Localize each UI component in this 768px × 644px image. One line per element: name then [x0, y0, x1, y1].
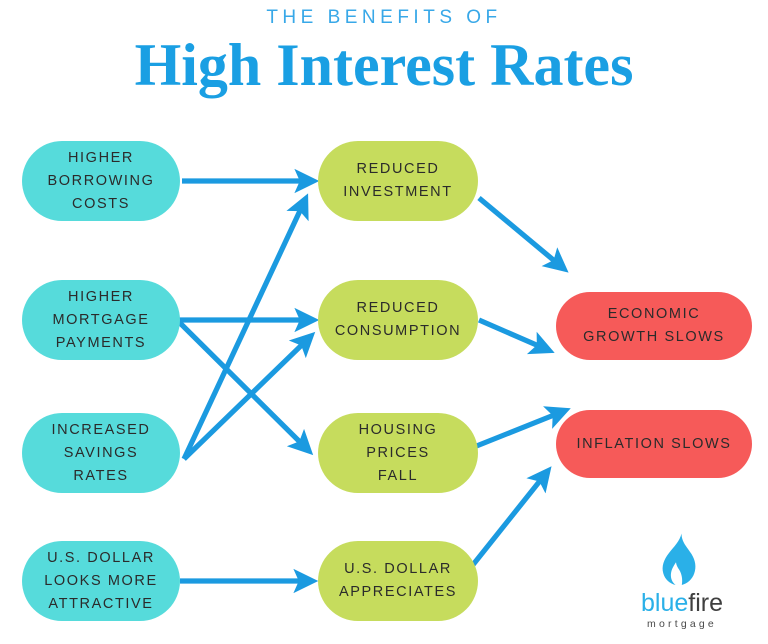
- kicker-text: THE BENEFITS OF: [266, 7, 502, 28]
- bluefire-mortgage-logo: bluefire mortgage: [612, 533, 752, 633]
- logo-wordmark: bluefire: [612, 589, 752, 617]
- node-reduced-investment[interactable]: REDUCED INVESTMENT: [318, 141, 478, 221]
- arrow-consumption-to-growth: [477, 317, 555, 355]
- logo-word-fire: fire: [688, 589, 723, 617]
- node-us-dollar-appreciates[interactable]: U.S. DOLLAR APPRECIATES: [318, 541, 478, 621]
- node-line: HOUSING: [358, 421, 438, 438]
- arrow-housing-to-inflation: [473, 406, 571, 450]
- node-line: ECONOMIC: [607, 306, 701, 322]
- node-line: ATTRACTIVE: [48, 595, 154, 612]
- node-line: FALL: [377, 467, 419, 484]
- node-line: HIGHER: [68, 288, 134, 305]
- node-line: INCREASED: [51, 421, 151, 438]
- node-line: REDUCED: [356, 161, 440, 177]
- logo-tagline: mortgage: [647, 618, 717, 630]
- node-line: BORROWING: [47, 172, 155, 189]
- node-inflation-slows[interactable]: INFLATION SLOWS: [556, 410, 752, 478]
- node-increased-savings-rates[interactable]: INCREASED SAVINGS RATES: [22, 413, 180, 493]
- node-us-dollar-looks-more-attractive[interactable]: U.S. DOLLAR LOOKS MORE ATTRACTIVE: [22, 541, 180, 621]
- node-line: INVESTMENT: [343, 184, 453, 200]
- node-line: PAYMENTS: [55, 334, 147, 351]
- title-block: THE BENEFITS OF High Interest Rates: [0, 6, 768, 98]
- logo-word-blue: blue: [641, 589, 689, 617]
- node-line: MORTGAGE: [52, 311, 150, 328]
- node-line: HIGHER: [67, 149, 134, 166]
- arrow-savings-to-consumption: [182, 331, 316, 461]
- arrow-mortgage-to-housing: [176, 319, 314, 456]
- node-line: GROWTH SLOWS: [583, 329, 725, 345]
- node-line: INFLATION SLOWS: [576, 435, 732, 452]
- node-economic-growth-slows[interactable]: ECONOMIC GROWTH SLOWS: [556, 292, 752, 360]
- node-reduced-consumption[interactable]: REDUCED CONSUMPTION: [318, 280, 478, 360]
- flame-icon: [662, 533, 696, 585]
- node-housing-prices-fall[interactable]: HOUSING PRICES FALL: [318, 413, 478, 493]
- page-title: High Interest Rates: [134, 32, 634, 98]
- node-line: U.S. DOLLAR: [344, 561, 452, 577]
- arrow-investment-to-growth: [477, 196, 569, 273]
- node-line: LOOKS MORE: [44, 572, 158, 589]
- node-line: RATES: [73, 467, 129, 484]
- node-line: SAVINGS: [63, 444, 139, 461]
- arrow-savings-to-investment: [181, 193, 309, 461]
- node-higher-mortgage-payments[interactable]: HIGHER MORTGAGE PAYMENTS: [22, 280, 180, 360]
- node-line: COSTS: [72, 195, 130, 212]
- arrow-appreciates-to-inflation: [469, 466, 552, 568]
- node-higher-borrowing-costs[interactable]: HIGHER BORROWING COSTS: [22, 141, 180, 221]
- node-line: CONSUMPTION: [334, 323, 462, 339]
- node-line: PRICES: [366, 444, 430, 461]
- node-line: U.S. DOLLAR: [47, 549, 155, 566]
- node-line: APPRECIATES: [338, 584, 458, 600]
- node-line: REDUCED: [356, 300, 440, 316]
